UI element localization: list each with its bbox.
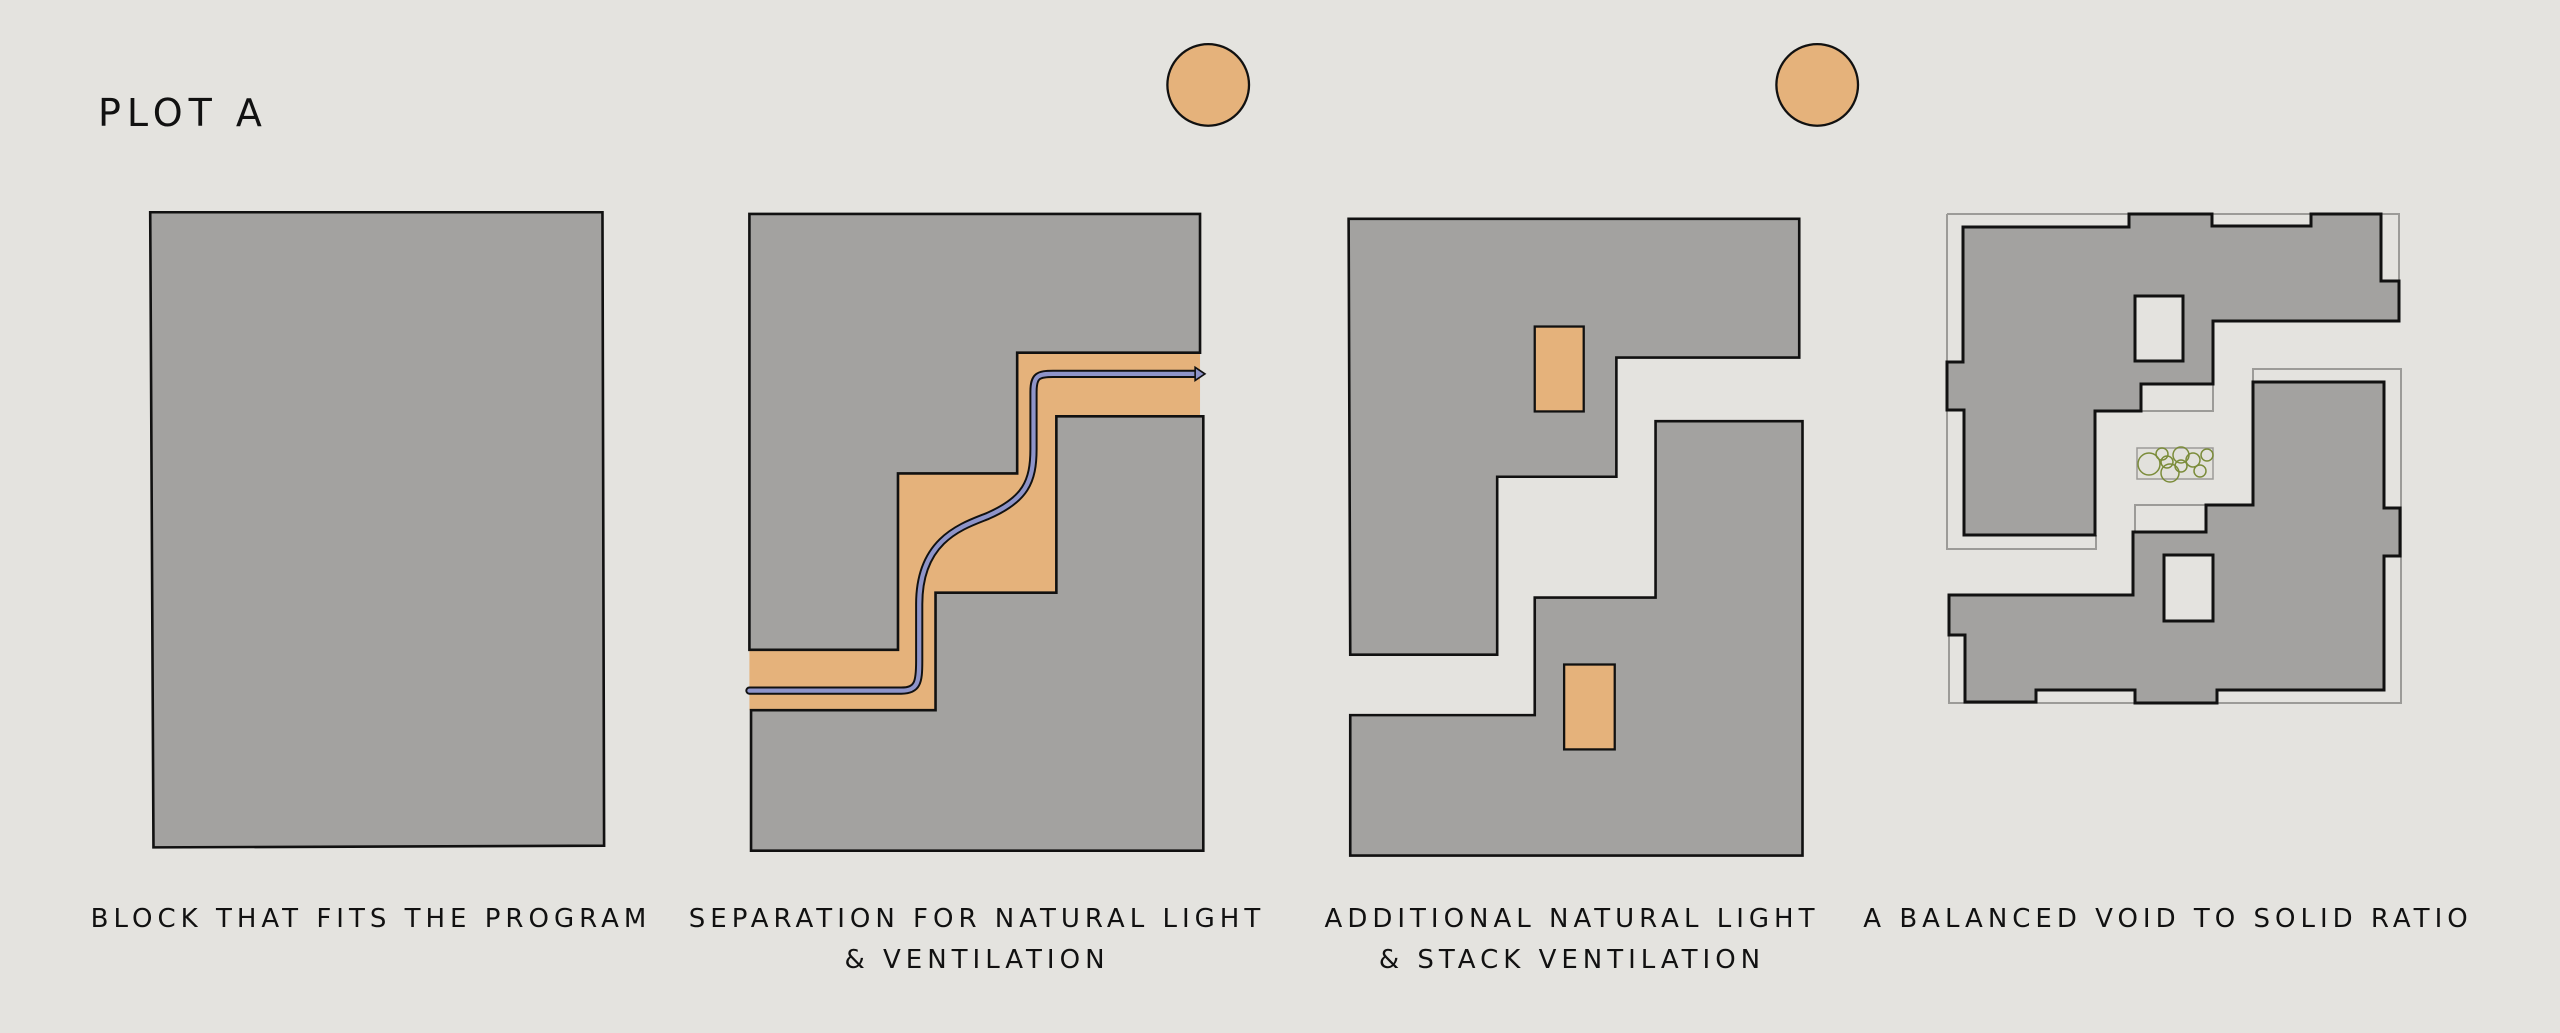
diagram-balanced-void	[1945, 212, 2402, 705]
diagram-block	[148, 210, 606, 849]
solid-block-upper	[748, 212, 1202, 652]
site-outline	[1946, 213, 2402, 704]
caption-diagram-2-line2: & VENTILATION	[844, 945, 1109, 975]
solid-block-upper	[1945, 212, 2401, 537]
caption-diagram-3-line2: & STACK VENTILATION	[1379, 945, 1765, 975]
airflow-arrow-icon	[745, 365, 1207, 695]
courtyard-void	[2162, 553, 2215, 623]
sun-icon	[1166, 42, 1251, 127]
solid-block	[148, 210, 606, 849]
solid-block-lower	[749, 415, 1205, 852]
sun-icon	[1775, 42, 1860, 127]
solid-block-lower	[1947, 380, 2402, 705]
void-corridor	[749, 352, 1201, 711]
caption-diagram-3-line1: ADDITIONAL NATURAL LIGHT	[1325, 904, 1820, 934]
plot-title: PLOT A	[98, 91, 268, 135]
caption-diagram-1: BLOCK THAT FITS THE PROGRAM	[91, 904, 652, 934]
solid-block-upper	[1347, 217, 1801, 657]
caption-diagram-4: A BALANCED VOID TO SOLID RATIO	[1863, 904, 2472, 934]
light-well	[1562, 663, 1616, 751]
caption-diagram-2-line1: SEPARATION FOR NATURAL LIGHT	[689, 904, 1265, 934]
courtyard-void	[2133, 294, 2185, 363]
light-well	[1533, 325, 1585, 413]
solid-block-lower	[1348, 419, 1804, 857]
diagram-stack-ventilation	[1347, 217, 1804, 857]
planter-icon	[2136, 446, 2214, 483]
diagram-separation	[745, 212, 1207, 852]
